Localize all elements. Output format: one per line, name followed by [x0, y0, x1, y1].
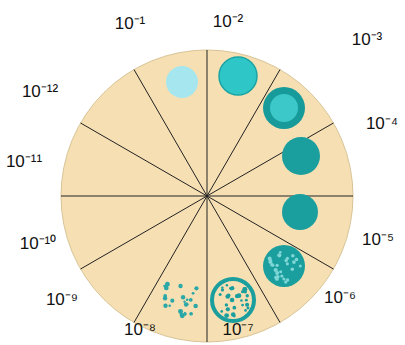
plaque: [275, 264, 278, 267]
plaque: [245, 299, 248, 302]
dilution-label: 10⁻⁶: [324, 289, 356, 308]
plaque: [245, 303, 249, 307]
lysis-spot-center: [270, 94, 298, 122]
plaque: [185, 302, 189, 306]
sector-line: [207, 123, 333, 196]
plaque: [276, 275, 280, 279]
plaque-spot: [263, 245, 305, 287]
plaque: [291, 267, 294, 270]
plaque: [168, 305, 171, 308]
plaque: [163, 303, 167, 307]
spots: [166, 57, 320, 321]
plaque: [170, 299, 174, 303]
plaque: [279, 251, 282, 254]
dilution-label: 10⁻³: [352, 31, 383, 50]
plaque: [225, 294, 230, 299]
plaque: [247, 307, 250, 310]
plaque: [231, 312, 236, 317]
plaque: [181, 295, 185, 299]
plaque: [184, 303, 188, 307]
plaque: [164, 286, 169, 291]
plaque: [194, 286, 198, 290]
plaque: [240, 299, 243, 302]
plaque: [226, 307, 230, 311]
plaque: [221, 288, 224, 291]
plaque: [292, 260, 296, 264]
plaque: [230, 288, 233, 291]
lysis-spot: [282, 137, 320, 175]
plaque: [268, 259, 272, 263]
sector-line: [207, 196, 208, 342]
plaque-ring: [212, 279, 254, 321]
plaque: [246, 294, 249, 297]
agar-plate: [61, 50, 353, 342]
dilution-label: 10⁻¹¹: [6, 153, 42, 172]
plaque: [230, 298, 235, 303]
plaque: [163, 294, 167, 298]
dilution-label: 10⁻⁸: [124, 321, 156, 340]
plaque: [183, 300, 185, 302]
plaque: [270, 263, 274, 267]
plaque: [237, 293, 242, 298]
sector-line: [207, 196, 353, 197]
plaque: [192, 292, 195, 295]
lysis-spot: [263, 87, 305, 129]
plaque: [244, 309, 247, 312]
plaque: [284, 280, 287, 283]
sector-lines: [61, 50, 353, 342]
lysis-spot: [166, 66, 198, 98]
plaque: [189, 312, 193, 316]
plaque: [241, 304, 244, 307]
plaque: [232, 306, 236, 310]
plaque: [193, 304, 198, 309]
dilution-label: 10⁻¹⁰: [20, 235, 57, 254]
plaque: [282, 277, 285, 280]
dilution-label: 10⁻⁷: [222, 321, 253, 340]
sector-line: [207, 50, 208, 196]
plaque: [241, 290, 244, 293]
plaque: [219, 293, 222, 296]
plaque: [299, 264, 302, 267]
plaque: [284, 259, 287, 262]
dilution-label: 10⁻¹²: [22, 83, 58, 102]
plaque: [163, 285, 166, 288]
dilution-label: 10⁻⁹: [46, 291, 78, 310]
sector-line: [134, 196, 207, 322]
plaques: [163, 251, 302, 318]
plaque: [291, 254, 295, 258]
lysis-spot: [282, 194, 318, 230]
sector-line: [81, 123, 207, 196]
plaque: [189, 298, 193, 302]
dilution-label: 10⁻¹: [115, 15, 146, 34]
sector-line: [61, 196, 207, 197]
plaque: [178, 284, 182, 288]
sector-line: [207, 196, 280, 322]
sector-line: [81, 196, 207, 269]
plaque: [280, 274, 283, 277]
plaque: [274, 268, 278, 272]
plaque: [186, 298, 189, 301]
lysis-spot: [219, 57, 257, 95]
plaque: [286, 262, 289, 265]
plaque: [226, 284, 228, 286]
plaque: [279, 270, 282, 273]
plaque: [178, 309, 183, 314]
plaque: [220, 310, 223, 313]
plaque: [230, 286, 234, 290]
plaque: [224, 313, 229, 318]
dilution-label: 10⁻⁴: [366, 115, 398, 134]
plaque: [180, 313, 185, 318]
dilution-label: 10⁻⁵: [362, 231, 394, 250]
plaque: [277, 253, 281, 257]
dilution-label: 10⁻²: [213, 13, 244, 32]
plaque: [225, 303, 228, 306]
